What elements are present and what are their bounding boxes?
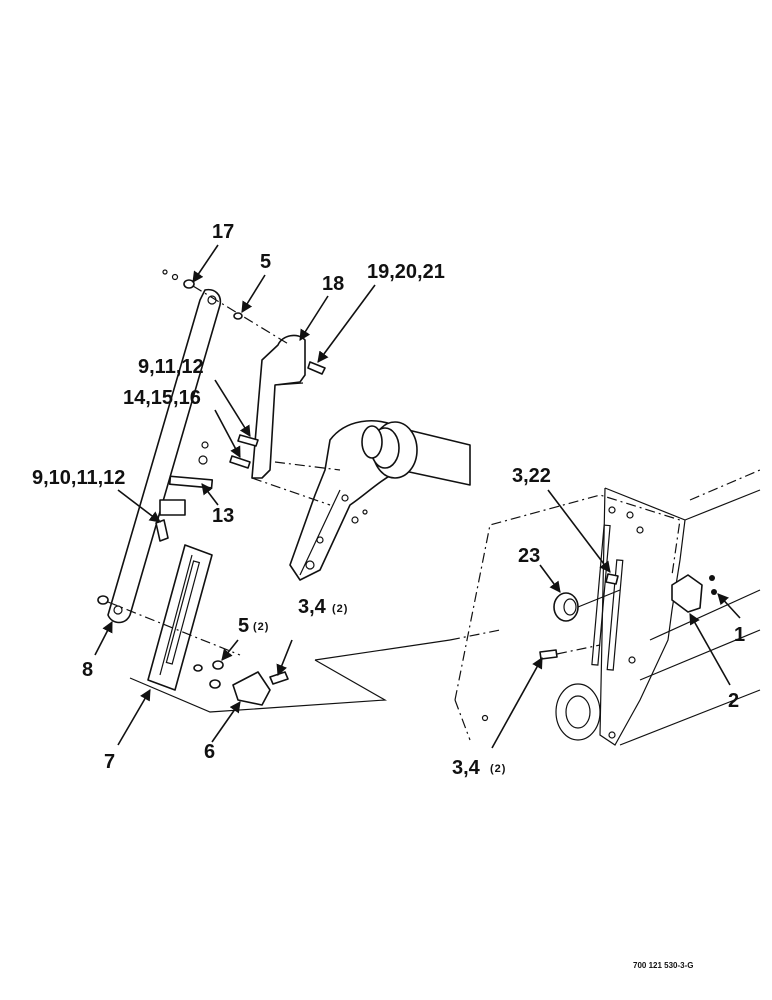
label-3-4-low: 3,4 xyxy=(452,757,481,779)
callout-labels: 17 5 18 19,20,21 9,11,12 14,15,16 9,10,1… xyxy=(32,221,745,779)
label-9-10-11-12: 9,10,11,12 xyxy=(32,467,125,489)
part-23-plug xyxy=(553,589,621,622)
leader-lines xyxy=(94,244,741,749)
label-5-mid: 5 xyxy=(238,615,249,637)
label-13: 13 xyxy=(212,505,234,527)
part-6-bracket xyxy=(232,671,271,706)
mounting-plane xyxy=(129,629,501,713)
label-9-11-12: 9,11,12 xyxy=(138,356,204,378)
label-23: 23 xyxy=(518,545,540,567)
label-14-15-16: 14,15,16 xyxy=(123,387,201,409)
lift-arm-assembly xyxy=(289,420,471,581)
part-2-bracket xyxy=(671,574,717,613)
label-5-mid-qty: (2) xyxy=(253,621,269,633)
label-19-20-21: 19,20,21 xyxy=(367,261,445,283)
label-1: 1 xyxy=(734,624,745,646)
label-8: 8 xyxy=(82,659,93,681)
label-3-4-mid: 3,4 xyxy=(298,596,327,618)
machine-frame-panel xyxy=(454,469,761,746)
drawing-code: 700 121 530-3-G xyxy=(633,961,694,970)
part-13-plate xyxy=(159,441,214,516)
label-6: 6 xyxy=(204,741,215,763)
hardware xyxy=(97,269,619,689)
label-18: 18 xyxy=(322,273,344,295)
label-17: 17 xyxy=(212,221,234,243)
label-3-4-low-qty: (2) xyxy=(490,763,506,775)
label-5-top: 5 xyxy=(260,251,271,273)
part-7-channel xyxy=(147,544,213,691)
label-2: 2 xyxy=(728,690,739,712)
label-3-22: 3,22 xyxy=(512,465,551,487)
label-3-4-mid-qty: (2) xyxy=(332,603,348,615)
label-7: 7 xyxy=(104,751,115,773)
